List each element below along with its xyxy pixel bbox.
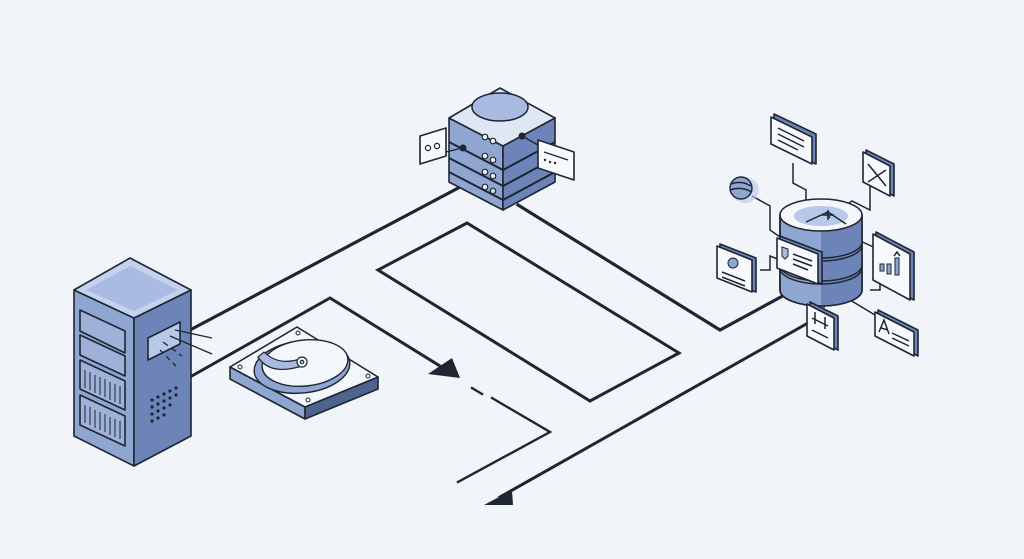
link-tower-to-arrow bbox=[187, 296, 443, 380]
database-icon[interactable] bbox=[751, 163, 881, 319]
arrowhead-right bbox=[428, 358, 460, 378]
hard-drive-icon[interactable] bbox=[229, 326, 379, 420]
rack-right-card bbox=[537, 139, 575, 181]
globe-icon bbox=[729, 176, 759, 203]
port-panel bbox=[147, 321, 181, 361]
vent-grille bbox=[79, 394, 126, 447]
text-font-card-icon bbox=[874, 309, 919, 357]
security-shield-card-icon bbox=[776, 235, 823, 285]
tower-server-icon[interactable] bbox=[73, 257, 213, 467]
link-rack-to-database bbox=[515, 202, 793, 332]
drive-bay bbox=[79, 334, 126, 377]
bar-chart-card-icon bbox=[872, 231, 915, 301]
dash-segment bbox=[470, 386, 484, 396]
loop-rectangle bbox=[374, 221, 683, 403]
drive-bay bbox=[79, 309, 126, 354]
connector-lines bbox=[187, 183, 811, 505]
user-profile-card-icon bbox=[716, 243, 757, 293]
vent-dots bbox=[150, 386, 178, 423]
dashed-path bbox=[456, 396, 553, 484]
link-tower-to-rack bbox=[187, 183, 465, 333]
status-leds bbox=[481, 133, 497, 195]
rack-left-card bbox=[419, 127, 447, 165]
resize-card-icon bbox=[806, 301, 839, 351]
top-fan bbox=[471, 92, 529, 122]
link-database-output bbox=[497, 320, 811, 500]
network-arrows-icon bbox=[862, 149, 895, 197]
rack-server-icon[interactable] bbox=[419, 87, 575, 211]
arrowhead-left bbox=[484, 490, 513, 505]
vent-grille bbox=[79, 359, 126, 411]
document-card-icon bbox=[770, 113, 817, 165]
